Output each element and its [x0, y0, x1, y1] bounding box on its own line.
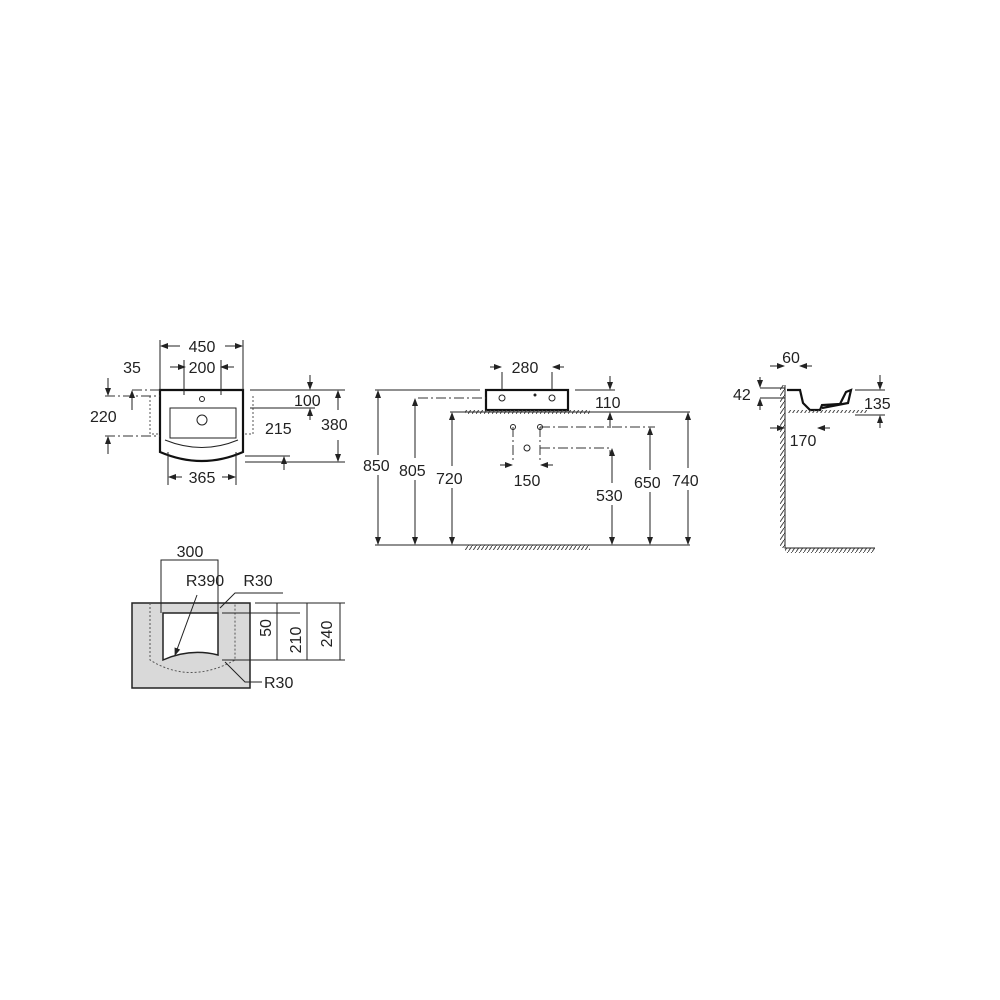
cutout-opening: [162, 612, 219, 662]
plan-view: 450 200 35 220 100 215 380 365: [90, 339, 348, 487]
dim-210: 210: [288, 627, 305, 654]
dim-35: 35: [123, 360, 141, 377]
dim-50: 50: [258, 619, 275, 637]
bowl: [169, 407, 237, 439]
dim-150: 150: [514, 473, 541, 490]
dim-740: 740: [672, 473, 699, 490]
dim-380: 380: [321, 417, 348, 434]
dim-60: 60: [782, 350, 800, 367]
dim-300: 300: [177, 544, 204, 561]
dim-200: 200: [189, 360, 216, 377]
cutout-view: 300 R390 R30 50 210 240 R30: [131, 544, 345, 692]
basin-profile: [787, 388, 853, 412]
dim-220: 220: [90, 409, 117, 426]
dim-280: 280: [512, 360, 539, 377]
tap-hole-icon: [199, 396, 205, 402]
radius-30-top: R30: [243, 573, 272, 590]
dim-170: 170: [790, 433, 817, 450]
dim-110: 110: [595, 395, 621, 412]
dim-42: 42: [733, 387, 751, 404]
drain-icon: [196, 414, 208, 426]
dim-365: 365: [189, 470, 216, 487]
dim-650: 650: [634, 475, 661, 492]
radius-30-bottom: R30: [264, 675, 293, 692]
dim-240: 240: [319, 621, 336, 648]
basin-front: [484, 388, 570, 412]
dim-450: 450: [189, 339, 216, 356]
dim-530: 530: [596, 488, 623, 505]
front-view: 280 110 850 805 720 150 530 650 740: [363, 360, 699, 550]
dim-850: 850: [363, 458, 390, 475]
basin-outline: [158, 388, 245, 463]
dim-805: 805: [399, 463, 426, 480]
dim-215: 215: [265, 421, 292, 438]
radius-390: R390: [186, 573, 224, 590]
dim-135: 135: [864, 396, 891, 413]
dim-100: 100: [294, 393, 321, 410]
side-view: 60 42 135 170: [733, 350, 891, 553]
dim-720: 720: [436, 471, 463, 488]
